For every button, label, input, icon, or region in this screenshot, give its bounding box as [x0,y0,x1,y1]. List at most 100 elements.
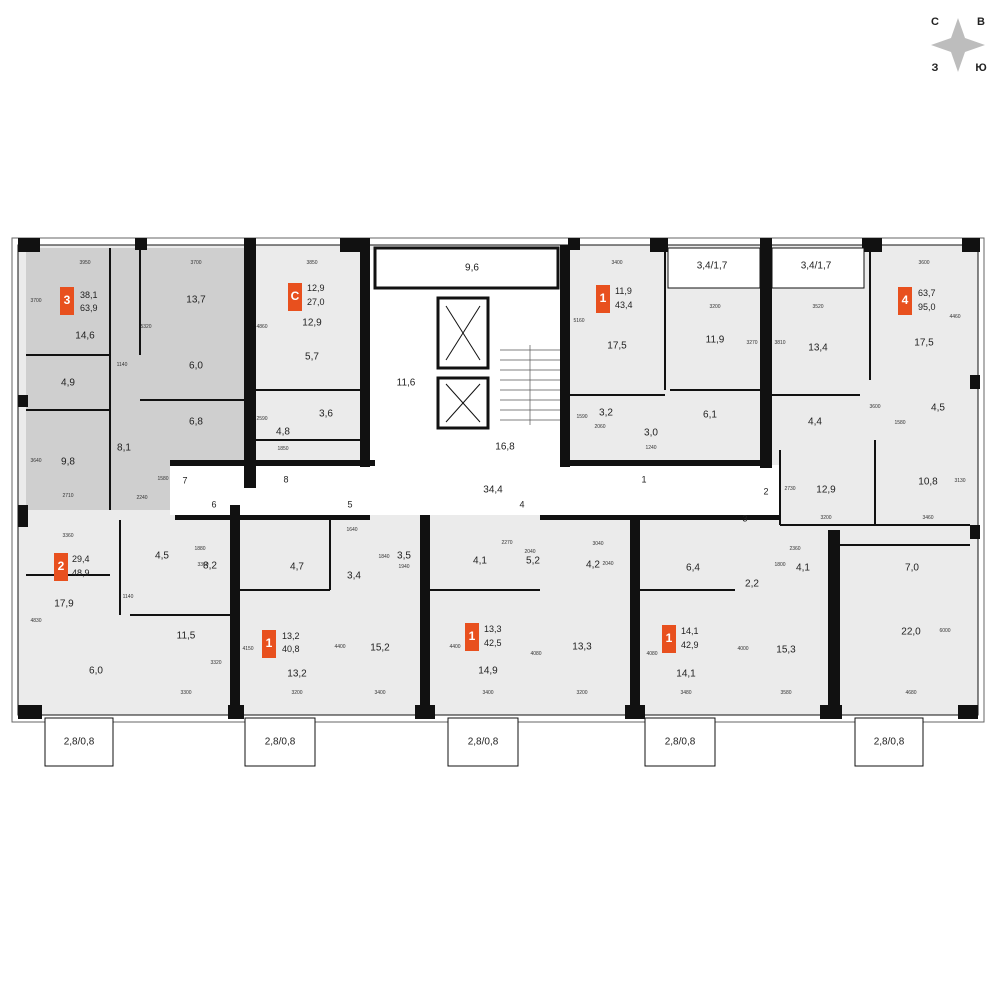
room-area: 7,0 [905,563,919,574]
room-area: 4,7 [290,562,304,573]
apt-badge-4: 4 63,7 95,0 [898,287,936,315]
dimension: 3200 [291,690,302,696]
dimension: 6000 [939,628,950,634]
svg-text:48,9: 48,9 [72,568,90,578]
svg-text:С: С [291,289,300,303]
door-number: 3 [742,513,747,523]
svg-text:3: 3 [64,293,71,307]
room-area: 4,4 [808,417,822,428]
upper-space [373,246,560,290]
svg-text:1: 1 [469,629,476,643]
svg-text:29,4: 29,4 [72,554,90,564]
dimension: 4080 [646,651,657,657]
svg-text:4: 4 [902,293,909,307]
dimension: 3200 [820,515,831,521]
room-area: 4,5 [155,551,169,562]
room-area: 4,8 [276,427,290,438]
lift-1-cross-b [445,305,481,361]
compass-north: С [931,16,939,28]
room-area: 3,2 [599,408,613,419]
walls [18,238,980,719]
balcony-label: 2,8/0,8 [468,737,499,748]
balcony-label: 2,8/0,8 [874,737,905,748]
compass-south: Ю [975,62,986,74]
room-area: 11,9 [706,335,725,346]
dimension: 3270 [746,340,757,346]
svg-text:1: 1 [666,631,673,645]
room-area: 17,9 [54,599,74,610]
room-area: 3,6 [319,409,333,420]
room-area: 5,7 [305,352,319,363]
room-area: 17,5 [914,338,934,349]
dimension: 3320 [210,660,221,666]
dimension: 3400 [374,690,385,696]
room-labels: 14,6 13,7 4,9 6,0 6,8 8,1 9,8 12,9 5,7 3… [54,261,945,680]
dimension: 3460 [922,515,933,521]
door-number: 7 [182,475,187,485]
svg-text:13,2: 13,2 [282,631,300,641]
room-area: 14,6 [75,331,95,342]
dimension: 1850 [277,446,288,452]
dimension: 3130 [954,478,965,484]
door-number: 1 [641,474,646,484]
compass-east: В [977,16,985,28]
svg-text:42,5: 42,5 [484,638,502,648]
door-number: 8 [283,474,288,484]
main-corridor [170,465,780,515]
dimension: 3200 [576,690,587,696]
svg-text:1: 1 [266,636,273,650]
dimension: 2040 [524,549,535,555]
dimension: 3300 [180,690,191,696]
room-area: 4,1 [796,563,810,574]
room-area: 12,9 [816,485,836,496]
dimension: 2040 [602,561,613,567]
svg-text:63,9: 63,9 [80,303,98,313]
dimension: 5320 [140,324,151,330]
dimension: 4000 [737,646,748,652]
dimension: 4400 [449,644,460,650]
room-area: 6,4 [686,563,700,574]
dimension: 4150 [242,646,253,652]
door-number: 6 [211,499,216,509]
dimension: 1800 [774,562,785,568]
dimension: 3700 [30,298,41,304]
room-area: 9,6 [465,263,479,274]
svg-text:27,0: 27,0 [307,297,325,307]
dimension: 2590 [256,416,267,422]
svg-text:11,9: 11,9 [615,286,632,296]
door-number: 2 [763,486,768,496]
room-area: 3,4/1,7 [801,261,832,272]
compass: С В Ю З [931,16,987,74]
lift-2-cross-b [445,383,481,423]
svg-text:95,0: 95,0 [918,302,936,312]
door-number: 5 [347,499,352,509]
svg-text:12,9: 12,9 [307,283,325,293]
room-area: 3,4/1,7 [697,261,728,272]
dimension: 1590 [576,414,587,420]
apt-badge-3: 3 38,1 63,9 [60,287,98,315]
apt-badge-1d: 1 14,1 42,9 [662,625,699,653]
dimension: 4680 [905,690,916,696]
dimension: 1640 [346,527,357,533]
room-area: 4,9 [61,378,75,389]
room-area: 3,0 [644,428,658,439]
balcony-1 [44,717,114,767]
dimension: 2710 [62,493,73,499]
balcony-5 [854,717,924,767]
room-area: 13,7 [186,295,206,306]
room-area: 6,8 [189,417,203,428]
dimension: 3200 [709,304,720,310]
room-area: 13,4 [808,343,828,354]
dimension: 3480 [680,690,691,696]
svg-text:1: 1 [600,291,607,305]
dimension: 1580 [894,420,905,426]
apt-badge-studio: С 12,9 27,0 [288,283,325,311]
svg-text:38,1: 38,1 [80,290,98,300]
room-area: 34,4 [483,485,503,496]
apt-badge-1b: 1 13,2 40,8 [262,630,300,658]
room-area: 14,1 [676,669,696,680]
svg-text:40,8: 40,8 [282,644,300,654]
apt-badge-1c: 1 13,3 42,5 [465,623,502,651]
dimension: 3040 [592,541,603,547]
